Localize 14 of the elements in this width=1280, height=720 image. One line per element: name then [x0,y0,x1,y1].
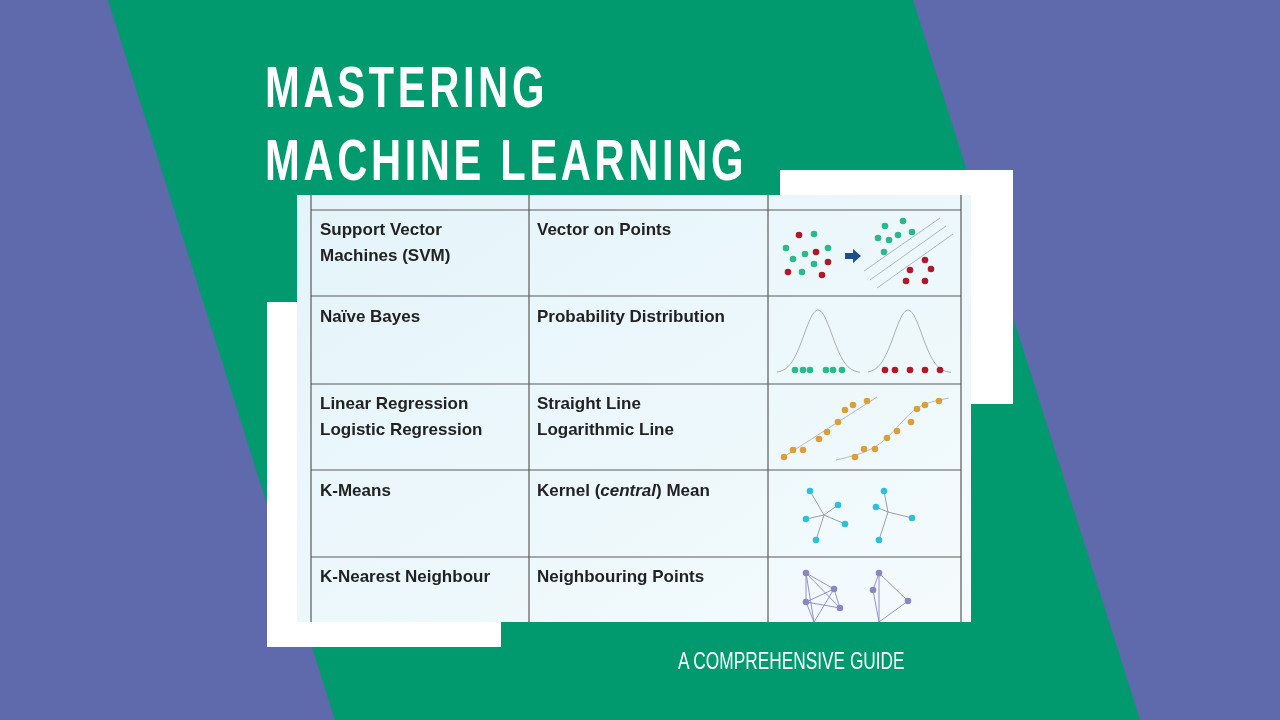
algorithm-name: Naïve Bayes [320,306,421,328]
keyword-text: Logarithmic Line [537,419,674,441]
title: MASTERING MACHINE LEARNING [265,53,749,194]
keyword-text: Vector on Points [537,219,672,241]
keyword-text: Straight Line [537,393,641,415]
algorithm-name: Support Vector Machines (SVM) [320,219,452,267]
subtitle: A COMPREHENSIVE GUIDE [678,647,905,675]
keyword-text: Neighbouring Points [537,566,705,588]
algorithm-name: K-Means [320,480,391,502]
algorithm-name: K-Nearest Neighbour [320,566,491,588]
algorithm-name: Logistic Regression [320,419,483,441]
algorithm-name: Linear Regression [320,393,469,415]
keyword-text: Kernel (central) Mean [537,480,710,502]
keyword-text: Probability Distribution [537,306,725,328]
